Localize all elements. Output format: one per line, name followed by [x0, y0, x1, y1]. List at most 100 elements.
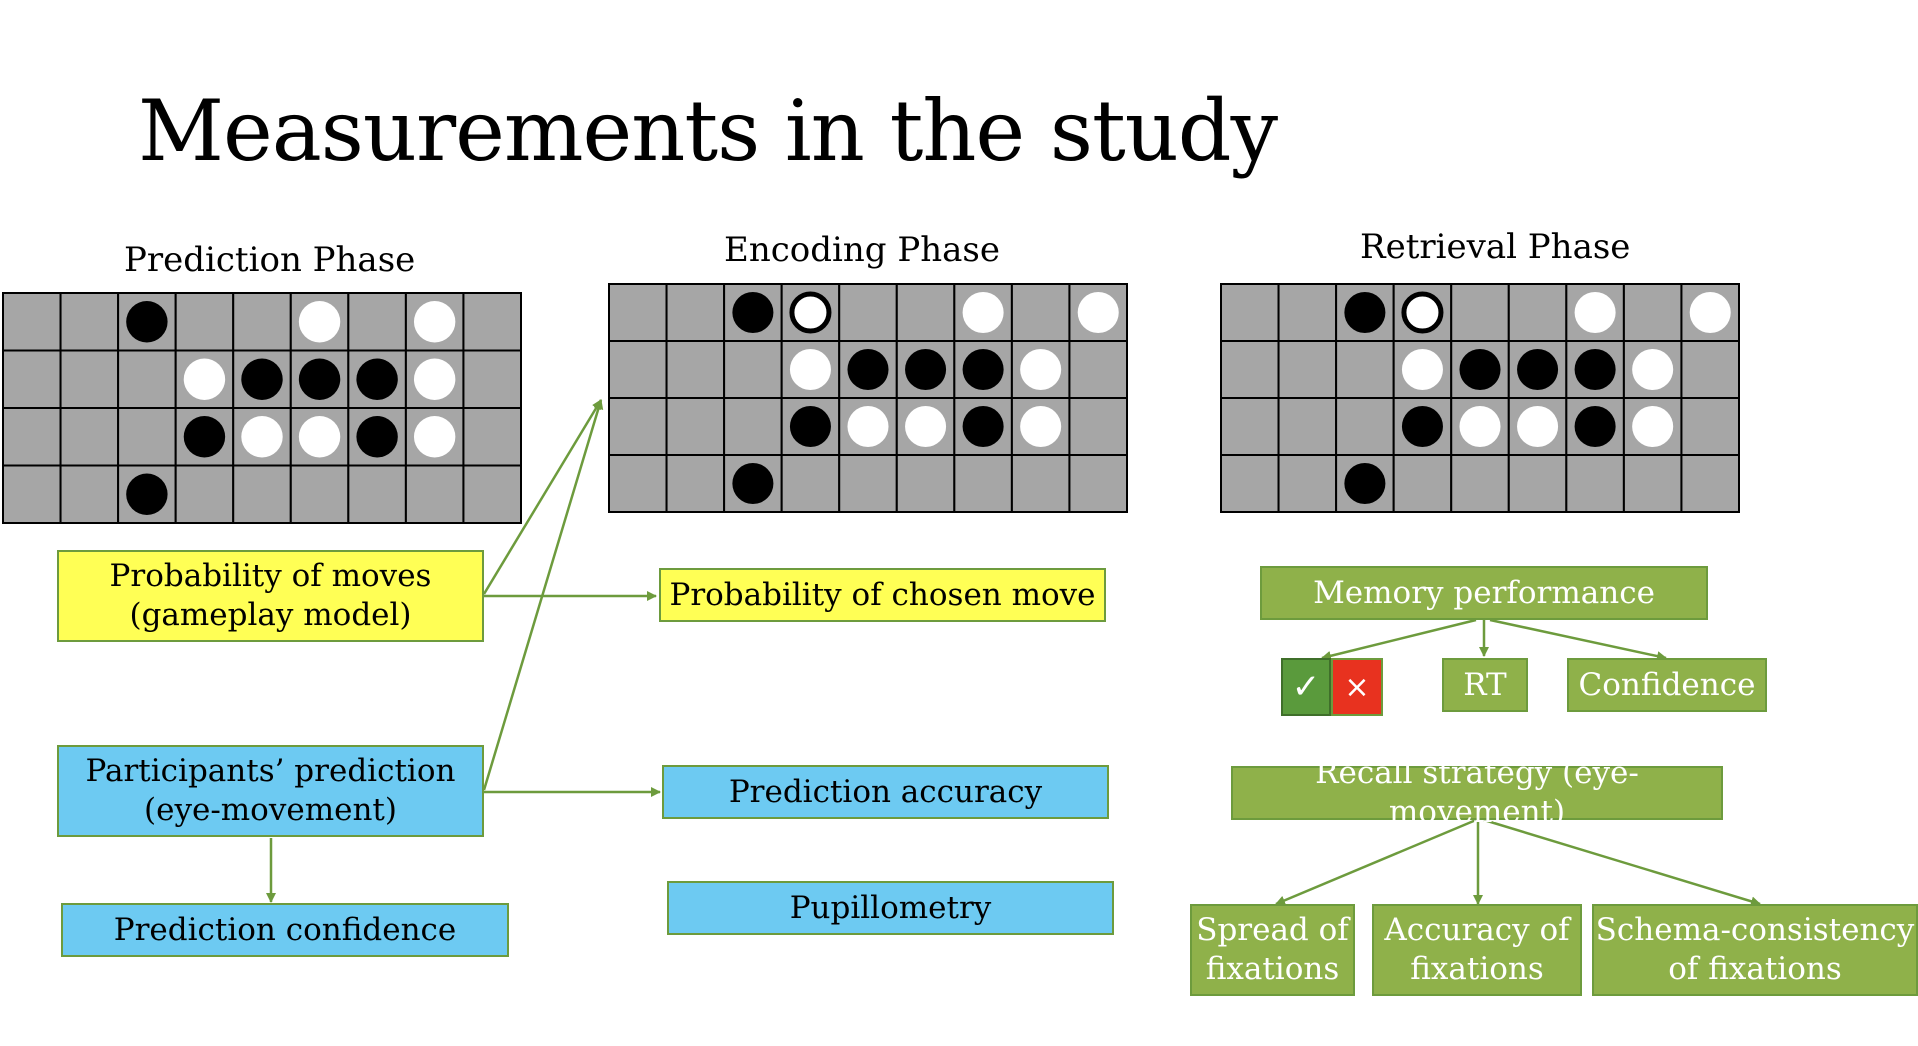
white-piece [413, 358, 456, 400]
schema-consistency-box: Schema-consistency of fixations [1592, 904, 1918, 996]
black-piece [126, 473, 168, 515]
check-icon: ✓ [1281, 658, 1331, 716]
board-cell [1392, 454, 1453, 513]
probability-of-moves-box: Probability of moves (gameplay model) [57, 550, 484, 642]
black-piece [1459, 348, 1501, 391]
white-piece [1689, 291, 1731, 334]
board-cell [1068, 340, 1128, 399]
arrow-recall-to-spread [1275, 818, 1477, 906]
board-cell [608, 454, 668, 513]
board-cell [723, 397, 783, 456]
white-piece [789, 348, 831, 391]
black-piece [1344, 462, 1386, 505]
board-cell [1680, 454, 1740, 513]
black-piece [732, 462, 774, 505]
white-piece [1574, 291, 1616, 334]
white-piece [241, 416, 283, 458]
board-cell [2, 464, 62, 524]
board-cell [1277, 340, 1338, 399]
white-piece [413, 301, 456, 343]
board-cell [2, 407, 62, 467]
retrieval-board [1220, 283, 1740, 513]
white-piece [847, 405, 889, 448]
board-cell [1220, 340, 1280, 399]
black-piece [298, 358, 341, 400]
white-piece [1632, 348, 1674, 391]
board-cell [665, 397, 726, 456]
white-piece [1020, 405, 1062, 448]
rt-box: RT [1442, 658, 1528, 712]
board-cell [1010, 283, 1071, 342]
board-cell [59, 292, 120, 352]
board-cell [1068, 454, 1128, 513]
black-piece [962, 405, 1004, 448]
black-piece [1574, 348, 1616, 391]
black-piece [241, 358, 283, 400]
prediction-confidence-box: Prediction confidence [61, 903, 509, 957]
white-piece [962, 291, 1004, 334]
black-piece [126, 301, 168, 343]
chosen-move-marker [789, 291, 832, 334]
arrow-moves-to-encoding [482, 399, 603, 595]
white-piece [1517, 405, 1559, 448]
arrow-recall-to-schema [1483, 818, 1761, 907]
retrieval-phase-label: Retrieval Phase [1360, 227, 1631, 267]
board-cell [232, 292, 292, 352]
accuracy-of-fixations-box: Accuracy of fixations [1372, 904, 1582, 996]
board-cell [895, 283, 956, 342]
black-piece [1517, 348, 1559, 391]
board-cell [117, 407, 177, 467]
black-piece [789, 405, 831, 448]
recall-strategy-box: Recall strategy (eye-movement) [1231, 755, 1723, 830]
arrow-memory-to-check [1321, 618, 1477, 661]
board-cell [174, 464, 235, 524]
board-cell [462, 464, 522, 524]
board-cell [1277, 397, 1338, 456]
board-cell [347, 464, 407, 524]
confidence-box: Confidence [1567, 658, 1767, 712]
probability-chosen-move-box: Probability of chosen move [659, 568, 1106, 622]
participants-prediction-box: Participants’ prediction (eye-movement) [57, 745, 484, 837]
cross-icon: × [1331, 658, 1383, 716]
board-cell [2, 292, 62, 352]
chosen-move-marker [1401, 291, 1444, 334]
white-piece [413, 416, 456, 458]
black-piece [1401, 405, 1443, 448]
white-piece [298, 301, 341, 343]
board-cell [1068, 397, 1128, 456]
board-cell [838, 454, 898, 513]
encoding-board [608, 283, 1128, 513]
prediction-accuracy-box: Prediction accuracy [662, 765, 1109, 819]
spread-of-fixations-box: Spread of fixations [1190, 904, 1355, 996]
board-cell [404, 464, 465, 524]
board-cell [1507, 283, 1568, 342]
white-piece [1632, 405, 1674, 448]
board-cell [462, 407, 522, 467]
black-piece [356, 358, 398, 400]
white-piece [905, 405, 947, 448]
arrow-prediction-to-encoding [482, 399, 604, 791]
prediction-phase-label: Prediction Phase [124, 240, 416, 280]
arrow-memory-to-confidence [1489, 618, 1667, 661]
black-piece [1344, 291, 1386, 334]
black-piece [1574, 405, 1616, 448]
board-cell [1622, 454, 1683, 513]
encoding-phase-label: Encoding Phase [724, 230, 1000, 270]
white-piece [1401, 348, 1443, 391]
board-cell [665, 454, 726, 513]
white-piece [1020, 348, 1062, 391]
black-piece [356, 416, 398, 458]
board-cell [608, 340, 668, 399]
black-piece [847, 348, 889, 391]
memory-performance-box: Memory performance [1260, 566, 1708, 620]
prediction-board [2, 292, 522, 524]
board-cell [1277, 454, 1338, 513]
board-cell [462, 292, 522, 352]
black-piece [962, 348, 1004, 391]
white-piece [1459, 405, 1501, 448]
white-piece [1077, 291, 1119, 334]
page-title: Measurements in the study [138, 82, 1278, 180]
white-piece [183, 358, 226, 400]
board-cell [665, 283, 726, 342]
